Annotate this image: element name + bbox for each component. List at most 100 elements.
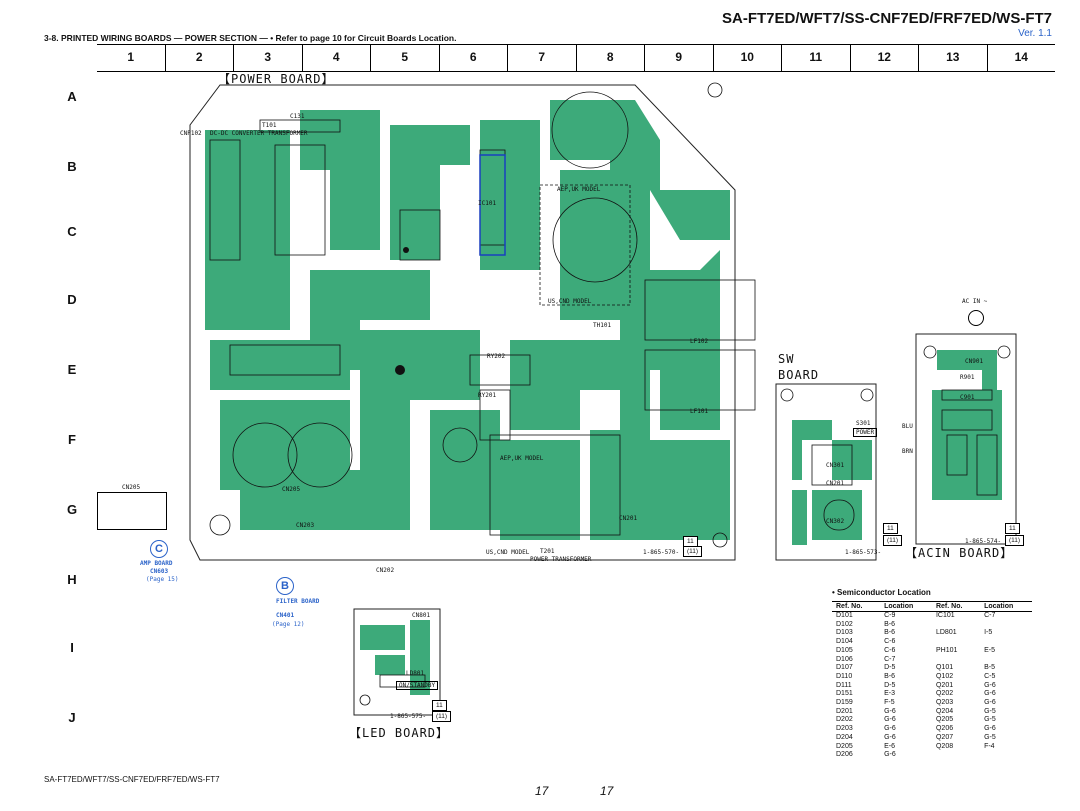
- ref-b-circle: B: [276, 577, 294, 595]
- table-cell: G-6: [984, 690, 996, 698]
- ac-plug-icon: [968, 310, 984, 326]
- paren-11-power: (11): [683, 546, 703, 557]
- table-cell: Q203: [935, 699, 954, 707]
- pn-sw: 1-865-573-: [845, 549, 882, 556]
- table-header-row: Ref. No. Location Ref. No. Location: [832, 601, 1032, 612]
- table-cell: Q204: [935, 707, 954, 715]
- cn201-sw-label: CN201: [826, 480, 845, 487]
- table-cell: D-5: [884, 681, 896, 689]
- table-cell: G-5: [984, 707, 996, 715]
- table-cell: [980, 621, 1032, 630]
- acin-board-pcb: [915, 333, 1017, 545]
- table-cell: G-6: [884, 733, 896, 741]
- cn202-label: CN202: [376, 567, 395, 574]
- table-cell: Q205: [935, 716, 954, 724]
- grid-col: 10: [714, 45, 782, 71]
- table-cell: IC101: [935, 612, 955, 619]
- ry201-label: RY201: [478, 392, 497, 399]
- aep-uk-model-label: AEP,UK MODEL: [557, 186, 601, 193]
- table-cell: G-6: [884, 707, 896, 715]
- section-title: 3-8. PRINTED WIRING BOARDS — POWER SECTI…: [44, 33, 457, 43]
- table-cell: [980, 656, 1032, 665]
- grid-row: J: [68, 710, 76, 725]
- th101-label: TH101: [593, 322, 612, 329]
- num-11-acin: 11: [1005, 523, 1020, 534]
- table-cell: G-6: [884, 751, 896, 759]
- grid-row: C: [67, 224, 77, 239]
- cn301-label: CN301: [826, 462, 845, 469]
- num-11-sw: 11: [883, 523, 898, 534]
- cn401-ref: CN401: [276, 612, 295, 619]
- grid-col: 4: [303, 45, 371, 71]
- grid-col: 1: [97, 45, 166, 71]
- t101-label: T101: [262, 122, 277, 129]
- col-ref-no: Ref. No.: [832, 601, 881, 612]
- pn-led: 1-865-575-: [390, 713, 427, 720]
- table-cell: Q102: [935, 672, 954, 680]
- ref-c-circle: C: [150, 540, 168, 558]
- table-cell: D205: [836, 742, 853, 750]
- table-cell: D105: [836, 646, 853, 654]
- table-cell: C-7: [984, 612, 996, 619]
- table-cell: [932, 638, 980, 647]
- table-cell: B-5: [984, 664, 995, 672]
- s301-label: S301: [856, 420, 871, 427]
- table-cell: [932, 751, 980, 760]
- table-cell: Q208: [935, 742, 954, 750]
- grid-row: B: [67, 159, 77, 174]
- table-cell: D-5: [884, 664, 896, 672]
- table-cell: C-9: [884, 612, 896, 619]
- power-key-label: POWER: [853, 428, 878, 437]
- grid-row: G: [66, 502, 78, 517]
- table-cell: G-5: [984, 716, 996, 724]
- ac-in-label: AC IN ~: [962, 298, 988, 305]
- cn901-label: CN901: [965, 358, 984, 365]
- grid-row: A: [67, 89, 77, 104]
- table-cell: D107: [836, 664, 853, 672]
- lf102-label: LF102: [690, 338, 709, 345]
- page12-ref: (Page 12): [272, 621, 305, 628]
- col-location-2: Location: [980, 601, 1032, 612]
- table-cell: B-6: [884, 620, 895, 628]
- on-standby-label: ON/STANDBY: [396, 681, 439, 690]
- blu-label: BLU: [902, 423, 913, 430]
- table-cell: D151: [836, 690, 853, 698]
- paren-11-acin: (11): [1005, 535, 1025, 546]
- cn801-label: CN801: [412, 612, 431, 619]
- table-cell: G-6: [984, 725, 996, 733]
- model-title: SA-FT7ED/WFT7/SS-CNF7ED/FRF7ED/WS-FT7: [721, 10, 1052, 27]
- acin-board-title: 【ACIN BOARD】: [905, 546, 1014, 560]
- num-11-led: 11: [432, 700, 447, 711]
- cn603-ref: CN603: [150, 568, 169, 575]
- table-cell: C-6: [884, 638, 896, 646]
- table-cell: Q202: [935, 690, 954, 698]
- cn205-amp-label: CN205: [122, 484, 141, 491]
- table-cell: D159: [836, 699, 853, 707]
- cn302-label: CN302: [826, 518, 845, 525]
- table-cell: C-6: [884, 646, 896, 654]
- table-cell: D203: [836, 725, 853, 733]
- grid-col: 2: [166, 45, 234, 71]
- footer-model: SA-FT7ED/WFT7/SS-CNF7ED/FRF7ED/WS-FT7: [44, 775, 220, 784]
- grid-col: 14: [1014, 50, 1028, 64]
- semiconductor-table: Ref. No. Location Ref. No. Location D101…: [832, 601, 1032, 760]
- grid-col: 8: [577, 45, 645, 71]
- table-cell: D110: [836, 672, 853, 680]
- us-cnd-model-label: US,CND MODEL: [548, 298, 592, 305]
- table-cell: PH101: [935, 646, 958, 654]
- grid-col: 9: [645, 45, 714, 71]
- sw-board-pcb: [775, 383, 877, 561]
- table-cell: [932, 656, 980, 665]
